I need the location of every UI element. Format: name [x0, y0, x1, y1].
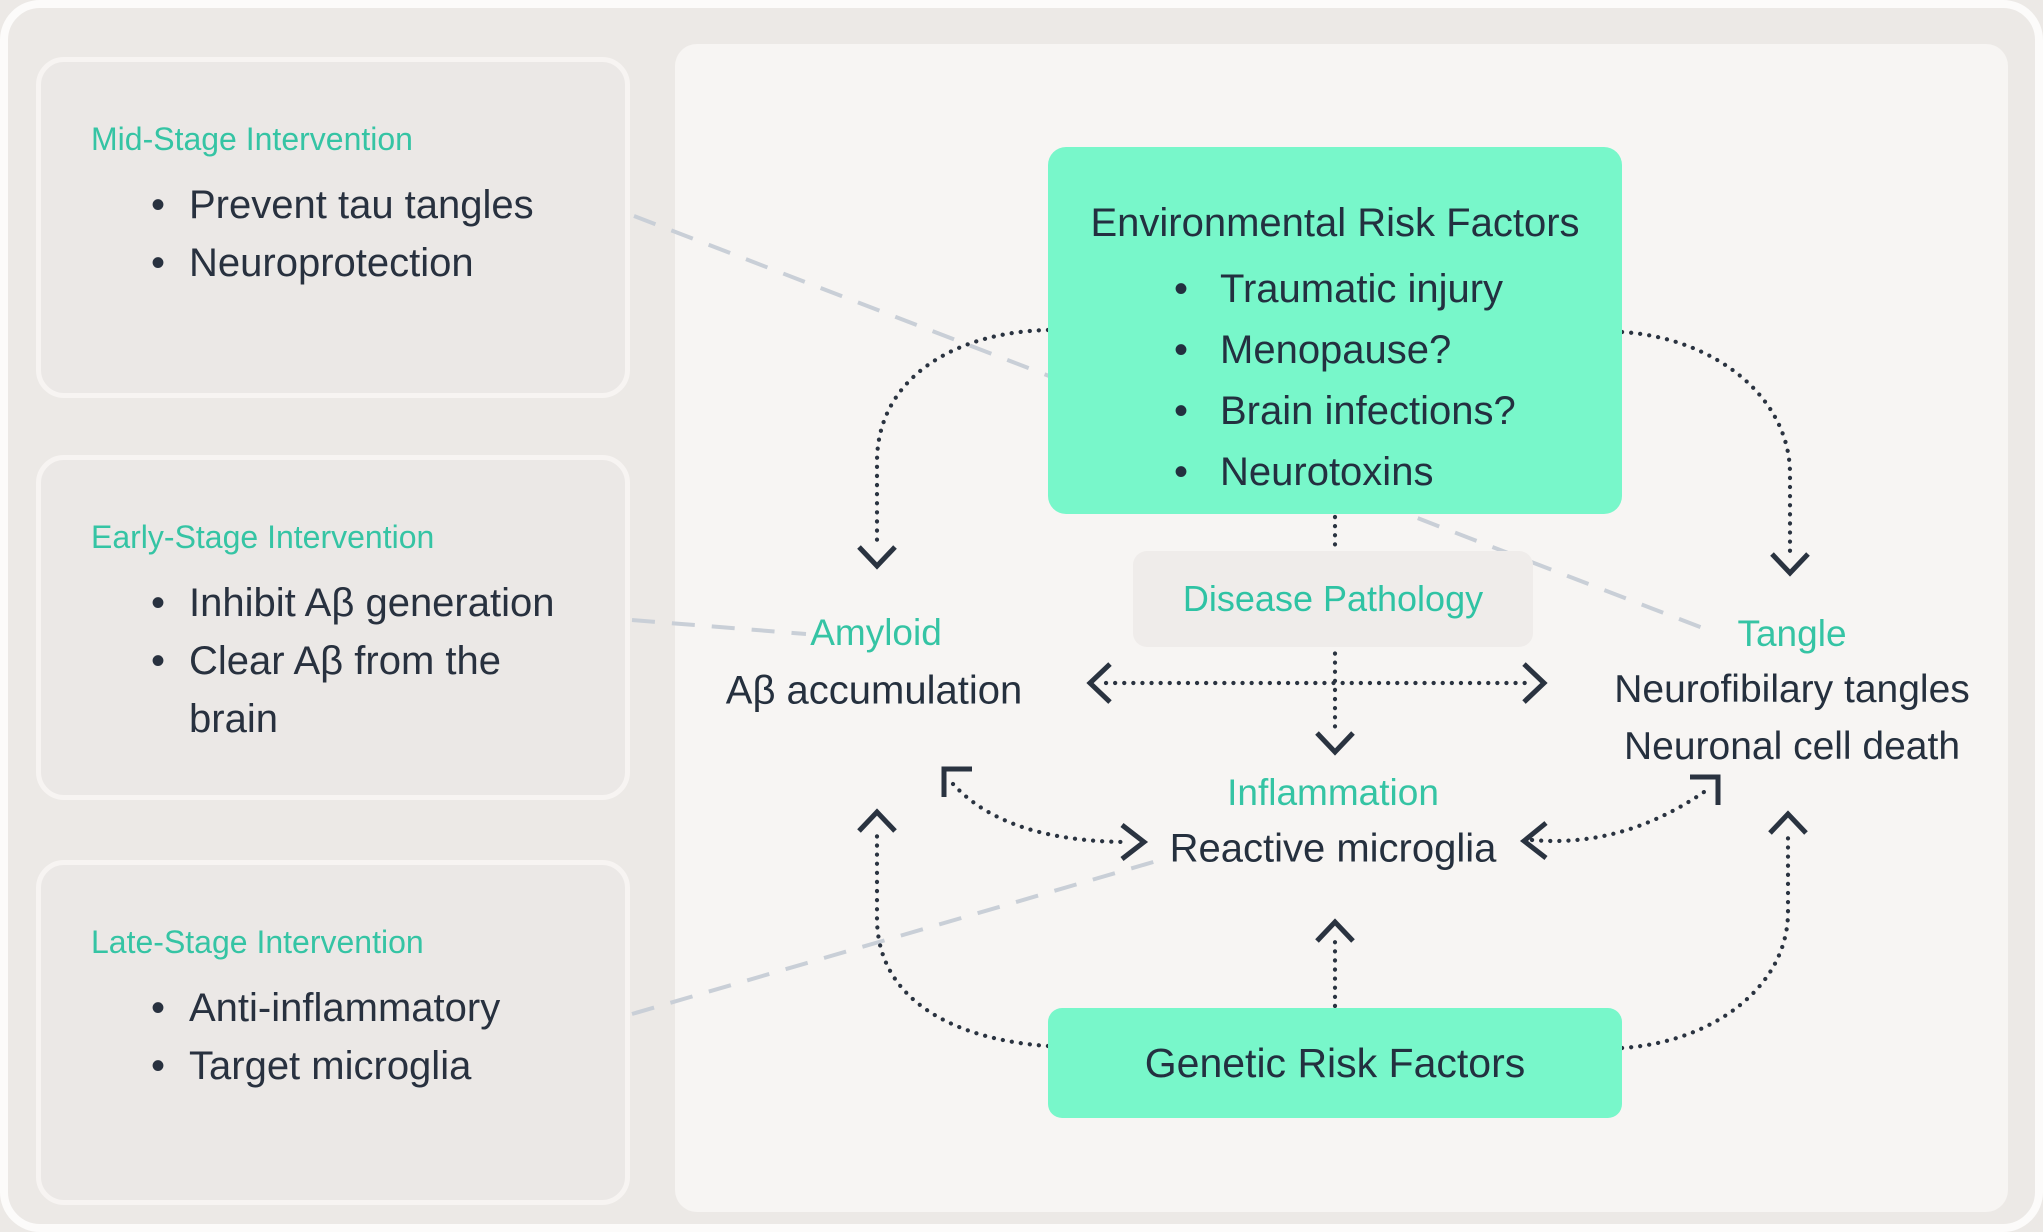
env-bullet: Neurotoxins: [1174, 442, 1516, 503]
arrowhead-to-microglia-right: [1120, 823, 1149, 861]
arrow-genetic-to-tangle: [1619, 831, 1791, 1051]
card-bullet-list: Anti-inflammatory Target microglia: [151, 979, 585, 1095]
card-title: Early-Stage Intervention: [91, 519, 435, 555]
card-bullet-list: Prevent tau tangles Neuroprotection: [151, 176, 585, 292]
node-environmental-risk-factors: Environmental Risk Factors Traumatic inj…: [1048, 147, 1622, 514]
disease-pathology-label: Disease Pathology: [1182, 578, 1484, 619]
arrow-env-to-tangle: [1619, 329, 1793, 555]
card-mid-stage-intervention: Mid-Stage Intervention Prevent tau tangl…: [36, 57, 630, 398]
node-disease-pathology: Disease Pathology: [1133, 551, 1533, 647]
amyloid-desc: Aβ accumulation: [725, 668, 1023, 713]
arrowhead-genetic-to-microglia: [1315, 918, 1355, 943]
inflammation-desc: Reactive microglia: [1169, 826, 1497, 871]
arrowhead-env-to-tangle: [1770, 552, 1810, 577]
arrow-amyloid-microglia: [950, 781, 1129, 845]
card-bullet: Clear Aβ from the brain: [151, 632, 585, 748]
tangle-desc-2: Neuronal cell death: [1623, 725, 1961, 768]
genetic-risk-factors-label: Genetic Risk Factors: [1144, 1039, 1526, 1086]
node-genetic-risk-factors: Genetic Risk Factors: [1048, 1008, 1622, 1118]
leader-early-stage-to-amyloid: [631, 618, 807, 636]
arrow-microglia-neuronal: [1529, 789, 1707, 844]
card-title: Mid-Stage Intervention: [91, 121, 413, 157]
card-bullet: Neuroprotection: [151, 234, 585, 292]
card-bullet: Target microglia: [151, 1037, 585, 1095]
card-early-stage-intervention: Early-Stage Intervention Inhibit Aβ gene…: [36, 455, 630, 800]
arrowhead-tangle-right: [1522, 662, 1548, 704]
arrowhead-env-to-amyloid: [857, 545, 897, 570]
arrow-genetic-to-amyloid: [874, 829, 1051, 1049]
env-bullet: Menopause?: [1174, 320, 1516, 381]
card-bullet: Prevent tau tangles: [151, 176, 585, 234]
card-bullet: Inhibit Aβ generation: [151, 574, 585, 632]
arrowhead-to-neuronal-elbow: [1690, 774, 1721, 805]
arrowhead-genetic-to-amyloid: [857, 808, 897, 833]
arrowhead-to-amyloid-elbow: [941, 766, 972, 797]
arrowhead-to-microglia-left: [1519, 821, 1548, 860]
amyloid-label: Amyloid: [810, 612, 942, 653]
env-bullet: Traumatic injury: [1174, 259, 1516, 320]
env-box-title: Environmental Risk Factors: [1090, 201, 1580, 245]
arrowhead-env-to-inflammation: [1315, 731, 1355, 756]
inflammation-label: Inflammation: [1227, 772, 1439, 813]
arrow-env-to-amyloid: [874, 327, 1051, 548]
card-late-stage-intervention: Late-Stage Intervention Anti-inflammator…: [36, 860, 630, 1205]
tangle-label: Tangle: [1737, 613, 1847, 654]
tangle-desc-1: Neurofibilary tangles: [1614, 668, 1970, 711]
arrowhead-amyloid-left: [1086, 662, 1112, 704]
env-bullet-list: Traumatic injury Menopause? Brain infect…: [1174, 259, 1516, 503]
leader-late-stage-to-inflammation: [631, 856, 1168, 1016]
card-bullet: Anti-inflammatory: [151, 979, 585, 1037]
env-bullet: Brain infections?: [1174, 381, 1516, 442]
arrowhead-genetic-to-tangle: [1768, 810, 1808, 835]
card-title: Late-Stage Intervention: [91, 924, 424, 960]
card-bullet-list: Inhibit Aβ generation Clear Aβ from the …: [151, 574, 585, 748]
